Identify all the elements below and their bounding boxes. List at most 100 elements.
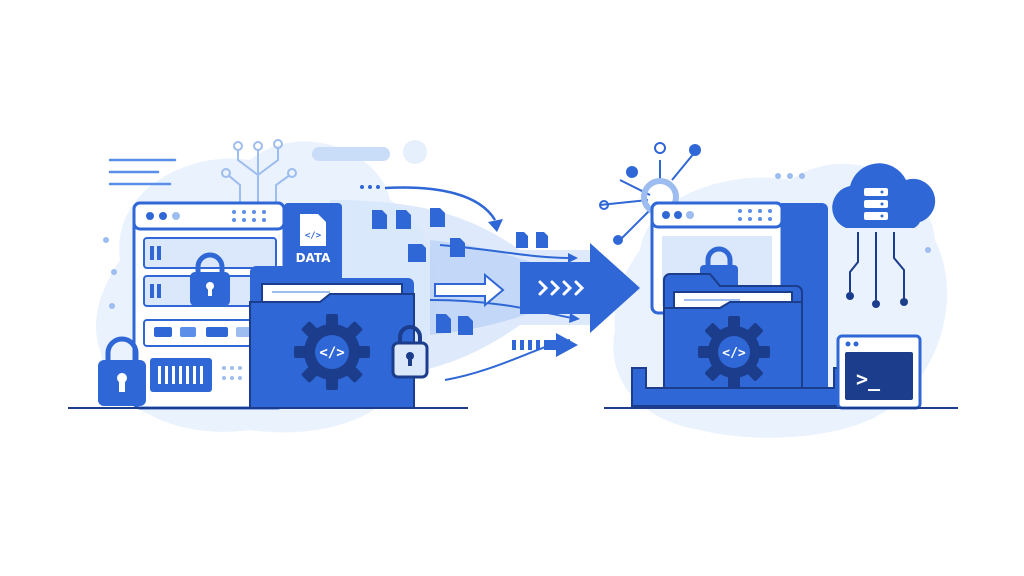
db-row: [864, 188, 888, 196]
tooth: [728, 316, 740, 329]
dot: [222, 366, 226, 370]
dash-dots-top: [360, 185, 380, 189]
node: [613, 235, 623, 245]
window-dot: [686, 211, 694, 219]
terminal-prompt: >_: [856, 367, 881, 391]
lock-keyhole-slot: [119, 380, 125, 392]
dot: [252, 210, 256, 214]
dot: [768, 209, 772, 213]
dot: [262, 218, 266, 222]
tray-body: [631, 367, 849, 407]
db-row: [864, 212, 888, 220]
window-dot: [159, 212, 167, 220]
port: [154, 327, 172, 337]
lock-shackle: [195, 252, 225, 275]
chevron-2: [550, 280, 561, 296]
document-icon: [516, 232, 528, 248]
dot: [799, 173, 805, 179]
trace: [893, 232, 905, 298]
speed-lines: [108, 158, 177, 186]
dot: [230, 366, 234, 370]
dash-seg: [544, 340, 556, 350]
flow-line-1-head: [568, 253, 578, 263]
gear-code-icon: </>: [294, 314, 370, 390]
lock-shackle: [105, 336, 139, 362]
folder-icon: </>: [663, 273, 803, 403]
dashed-arrow-icon: [512, 333, 578, 357]
dot: [738, 217, 742, 221]
document-icon: [536, 232, 548, 248]
file-icons: [372, 208, 548, 335]
node: [654, 142, 666, 154]
gear-code-icon: </>: [698, 316, 770, 388]
server-window-header: [132, 201, 286, 231]
chevron-stream: [538, 280, 585, 296]
lock-shackle: [705, 246, 733, 268]
terminal-screen: [845, 352, 913, 400]
data-flow-stream: [330, 185, 640, 381]
port: [206, 327, 228, 337]
dash-arrow-head: [556, 333, 578, 357]
gear-hub: [718, 336, 750, 368]
flow-line-2: [429, 299, 573, 319]
dot: [787, 173, 793, 179]
db-led: [880, 214, 884, 218]
decor-dots-left: [103, 237, 117, 309]
tooth: [728, 375, 740, 388]
dot: [232, 210, 236, 214]
dot: [242, 218, 246, 222]
rack-dots: [222, 366, 242, 380]
tooth: [698, 346, 711, 358]
gear-teeth: [294, 314, 370, 390]
folder-icon: </>: [249, 266, 415, 409]
slot: [150, 246, 154, 260]
lock-shackle: [398, 325, 422, 345]
dot: [925, 247, 931, 253]
document-icon: [458, 316, 473, 335]
lock-icon: [391, 325, 429, 379]
dash-seg: [536, 340, 540, 350]
bar: [186, 366, 189, 384]
node: [626, 166, 638, 178]
terminal-dot: [853, 341, 859, 347]
dot: [738, 209, 742, 213]
window-dot: [674, 211, 682, 219]
port: [180, 327, 196, 337]
dot: [103, 237, 109, 243]
dash-seg: [520, 340, 524, 350]
decor-dots-right: [775, 173, 931, 253]
header-dots: [738, 209, 772, 221]
header-dots: [232, 210, 266, 222]
circuit-trace: [237, 150, 259, 176]
dash-dot: [360, 185, 364, 189]
dash-seg: [528, 340, 532, 350]
slot: [157, 284, 161, 298]
slot: [157, 246, 161, 260]
window-dot: [662, 211, 670, 219]
lock-keyhole-slot: [208, 287, 212, 296]
data-label: DATA: [296, 251, 332, 265]
dot: [748, 209, 752, 213]
dot: [775, 173, 781, 179]
circuit-node: [273, 139, 283, 149]
dot: [768, 217, 772, 221]
chevron-3: [562, 280, 573, 296]
tray: [631, 367, 849, 407]
dot: [238, 366, 242, 370]
document-icon: [372, 210, 387, 229]
document-icon: [450, 238, 465, 257]
window-dot: [146, 212, 154, 220]
lock-keyhole-slot: [408, 357, 412, 366]
doc-code-symbol: </>: [305, 231, 322, 241]
chevron-1: [538, 280, 549, 296]
bar: [200, 366, 203, 384]
db-row: [864, 200, 888, 208]
target-side: </>: [599, 142, 958, 410]
bar: [193, 366, 196, 384]
circuit-node: [221, 168, 231, 178]
bar: [158, 366, 161, 384]
lock-icon: [98, 336, 146, 406]
dash-dot: [376, 185, 380, 189]
document-icon: [396, 210, 411, 229]
node: [689, 144, 701, 156]
